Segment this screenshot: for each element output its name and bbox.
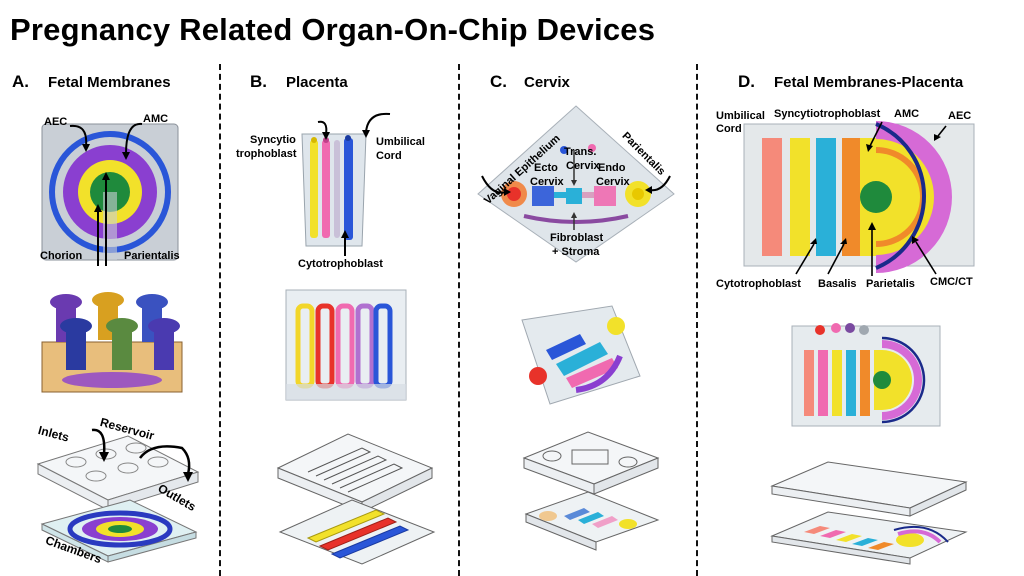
fetal-membrane-schematic — [36, 428, 200, 563]
cervix-schematic — [522, 431, 660, 551]
fm-placenta-chip-photo — [743, 121, 975, 273]
placenta-schematic — [276, 433, 436, 565]
section-b-letter: B. — [250, 72, 267, 91]
label-chorion-a: Chorion — [40, 250, 83, 262]
label-amc-a: AMC — [143, 113, 169, 125]
arrow-set-d — [795, 121, 947, 276]
cervix-chip-photo — [477, 105, 675, 263]
label-cytotrophoblast-d: Cytotrophoblast — [716, 278, 801, 290]
label-fibroblast: Fibroblast — [550, 232, 604, 244]
label-umbilical-d: Umbilical — [716, 110, 765, 122]
section-c-letter: C. — [490, 72, 507, 91]
section-b-title: Placenta — [286, 74, 348, 91]
label-umbilical-b: Umbilical — [376, 136, 425, 148]
label-parietalis-d: Parietalis — [866, 278, 915, 290]
label-syncytiotrophoblast-d: Syncytiotrophoblast — [774, 108, 881, 120]
arrow-set-a-top — [69, 122, 143, 266]
label-parientalis-a: Parientalis — [124, 250, 180, 262]
label-cmc-ct-d: CMC/CT — [930, 276, 973, 288]
section-a-title: Fetal Membranes — [48, 74, 171, 91]
label-stroma: + Stroma — [552, 246, 600, 258]
section-c-title: Cervix — [524, 74, 570, 91]
label-trans-cervix: Cervix — [566, 160, 600, 172]
arrow-set-b — [317, 112, 391, 256]
divider-ab — [219, 64, 221, 576]
label-syncytio: Syncytio — [250, 134, 296, 146]
label-aec-d: AEC — [948, 110, 972, 122]
label-endo: Endo — [598, 162, 626, 174]
label-aec-a: AEC — [44, 116, 68, 128]
label-basalis-d: Basalis — [818, 278, 857, 290]
label-cytotrophoblast-b: Cytotrophoblast — [298, 258, 383, 270]
fetal-membrane-device-photo — [41, 292, 183, 393]
label-trophoblast: trophoblast — [236, 148, 297, 160]
divider-bc — [458, 64, 460, 576]
label-endo-cervix: Cervix — [596, 176, 630, 188]
label-cord-b: Cord — [376, 150, 402, 162]
fm-placenta-device-photo — [791, 323, 941, 427]
page-title: Pregnancy Related Organ-On-Chip Devices — [10, 12, 656, 47]
label-amc-d: AMC — [894, 108, 920, 120]
label-ecto: Ecto — [534, 162, 558, 174]
fetal-membrane-chip-photo — [41, 123, 179, 261]
section-a-letter: A. — [12, 72, 29, 91]
label-ecto-cervix: Cervix — [530, 176, 564, 188]
fm-placenta-schematic — [770, 461, 968, 565]
placenta-chip-photo — [301, 133, 367, 247]
label-cord-d: Cord — [716, 123, 742, 135]
section-d-letter: D. — [738, 72, 755, 91]
divider-cd — [696, 64, 698, 576]
placenta-device-photo — [285, 289, 407, 401]
section-d-title: Fetal Membranes-Placenta — [774, 74, 964, 91]
label-trans: Trans. — [564, 146, 597, 158]
cervix-device-photo — [521, 305, 641, 405]
